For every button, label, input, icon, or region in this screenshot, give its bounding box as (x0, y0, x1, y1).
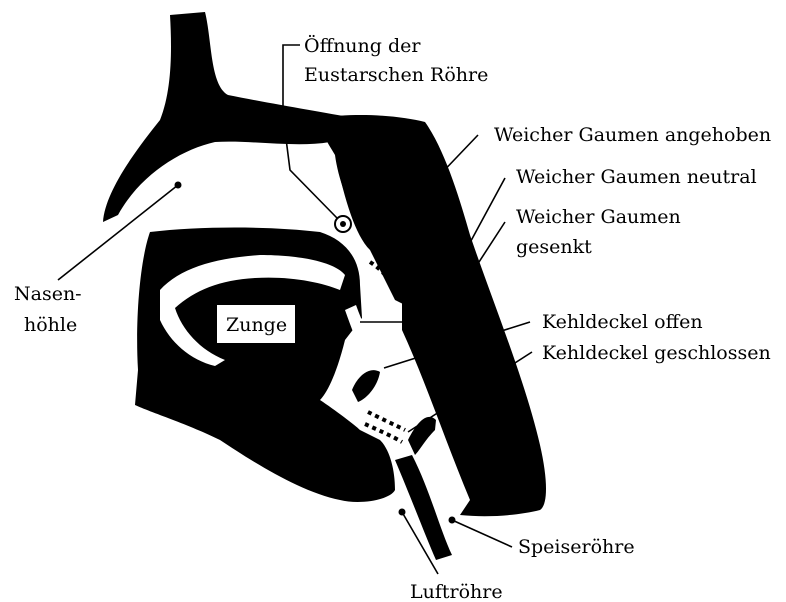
label-eustachian-line1: Öffnung der (304, 34, 421, 57)
label-soft-palate-lowered-line1: Weicher Gaumen (516, 206, 681, 228)
label-soft-palate-neutral: Weicher Gaumen neutral (516, 166, 757, 188)
label-eustachian-line2: Eustarschen Röhre (304, 64, 488, 86)
label-soft-palate-lowered-line2: gesenkt (516, 236, 592, 258)
label-soft-palate-raised: Weicher Gaumen angehoben (494, 124, 771, 146)
label-trachea: Luftröhre (410, 581, 503, 602)
label-epiglottis-closed: Kehldeckel geschlossen (542, 342, 771, 364)
label-tongue: Zunge (226, 314, 287, 336)
eustachian-marker (335, 216, 351, 232)
trachea-front-wall (395, 455, 452, 560)
leader-esophagus (452, 520, 512, 547)
label-nasal-cavity-line1: Nasen- (14, 283, 82, 305)
label-nasal-cavity-line2: höhle (24, 314, 77, 336)
label-esophagus: Speiseröhre (518, 536, 635, 558)
label-epiglottis-open: Kehldeckel offen (542, 311, 703, 333)
epiglottis-flap (352, 370, 380, 402)
